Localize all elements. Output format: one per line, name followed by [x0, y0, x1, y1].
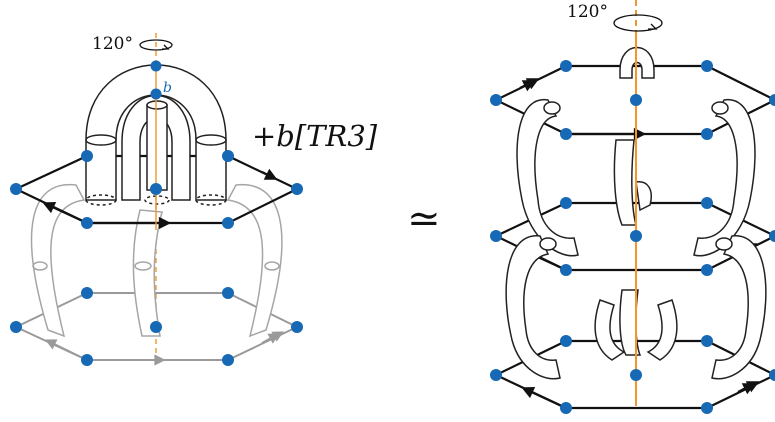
left-vertices [10, 60, 303, 366]
left-arch-tubes [85, 64, 227, 206]
left-gray-tubes [30, 183, 283, 338]
left-figure: 120° [10, 33, 378, 366]
right-angle-label: 120° [567, 2, 608, 22]
right-vertices [490, 60, 775, 414]
right-figure: 120° [490, 0, 775, 414]
operation-label: +b[TR3] [252, 119, 378, 153]
rotation-arrow-icon [139, 39, 173, 51]
left-angle-label: 120° [92, 34, 133, 54]
vertex-label-b: b [163, 80, 172, 96]
right-tubes [505, 46, 767, 380]
homotopy-equivalence-icon: ≃ [407, 196, 441, 242]
right-rotation-arrow-icon [613, 14, 663, 32]
